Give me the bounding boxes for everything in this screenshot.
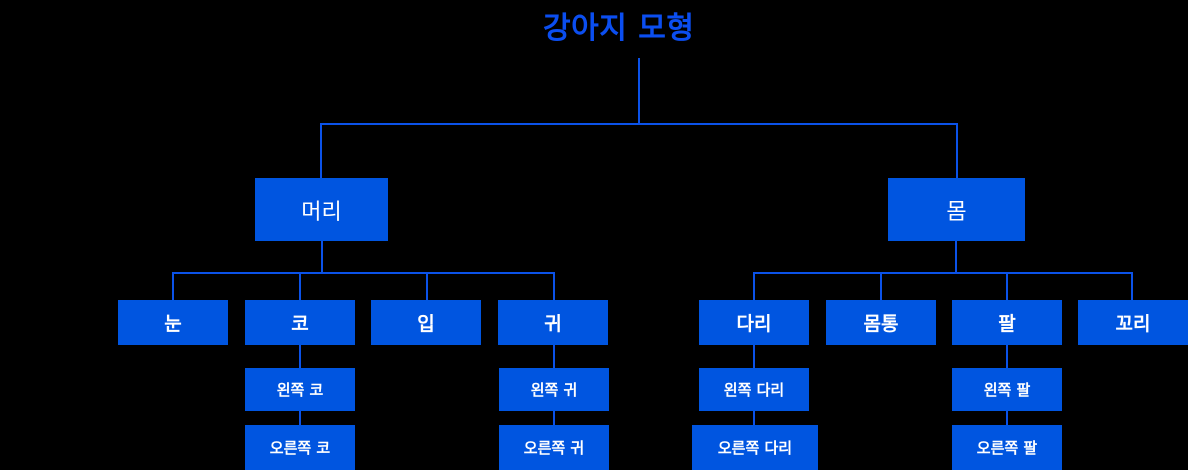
node-left-leg[interactable]: 왼쪽 다리 <box>699 368 809 411</box>
edge-body-stem <box>955 241 957 273</box>
edge-left-ear-to-right-ear <box>553 411 555 425</box>
edge-head-bar <box>172 272 554 274</box>
node-body[interactable]: 몸 <box>888 178 1025 241</box>
edge-body-to-torso <box>880 272 882 300</box>
edge-body-to-arm <box>1006 272 1008 300</box>
edge-root-to-head <box>320 123 322 178</box>
node-left-nose[interactable]: 왼쪽 코 <box>245 368 355 411</box>
node-torso[interactable]: 몸통 <box>826 300 936 345</box>
edge-nose-to-left-nose <box>299 345 301 368</box>
node-left-arm[interactable]: 왼쪽 팔 <box>952 368 1062 411</box>
node-ear[interactable]: 귀 <box>498 300 608 345</box>
root-node-title: 강아지 모형 <box>543 11 695 46</box>
edge-root-to-body <box>956 123 958 178</box>
edge-root-stem <box>638 58 640 124</box>
node-tail[interactable]: 꼬리 <box>1078 300 1188 345</box>
edge-root-bar <box>320 123 958 125</box>
edge-head-to-nose <box>299 272 301 300</box>
node-arm[interactable]: 팔 <box>952 300 1062 345</box>
node-right-nose[interactable]: 오른쪽 코 <box>245 425 355 470</box>
node-right-leg[interactable]: 오른쪽 다리 <box>692 425 818 470</box>
edge-leg-to-left-leg <box>753 345 755 368</box>
node-nose[interactable]: 코 <box>245 300 355 345</box>
edge-arm-to-left-arm <box>1006 345 1008 368</box>
edge-body-to-leg <box>753 272 755 300</box>
edge-left-arm-to-right-arm <box>1006 411 1008 425</box>
edge-head-to-ear <box>553 272 555 300</box>
node-leg[interactable]: 다리 <box>699 300 809 345</box>
node-left-ear[interactable]: 왼쪽 귀 <box>499 368 609 411</box>
edge-head-to-eye <box>172 272 174 300</box>
edge-body-bar <box>753 272 1133 274</box>
node-head[interactable]: 머리 <box>255 178 388 241</box>
edge-left-nose-to-right-nose <box>299 411 301 425</box>
node-right-arm[interactable]: 오른쪽 팔 <box>952 425 1062 470</box>
edge-head-stem <box>321 241 323 273</box>
edge-head-to-mouth <box>426 272 428 300</box>
edge-left-leg-to-right-leg <box>753 411 755 425</box>
node-right-ear[interactable]: 오른쪽 귀 <box>499 425 609 470</box>
edge-body-to-tail <box>1131 272 1133 300</box>
node-mouth[interactable]: 입 <box>371 300 481 345</box>
edge-ear-to-left-ear <box>553 345 555 368</box>
node-eye[interactable]: 눈 <box>118 300 228 345</box>
